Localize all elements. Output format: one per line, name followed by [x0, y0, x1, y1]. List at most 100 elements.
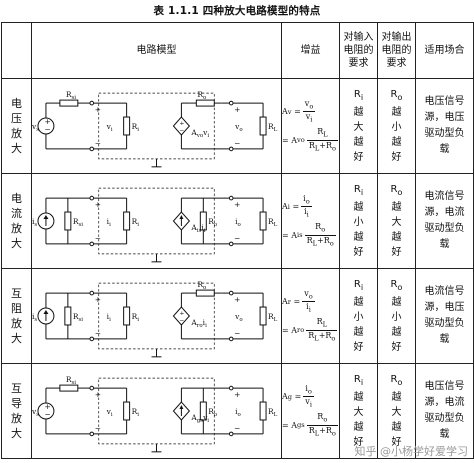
- svg-text:−: −: [95, 329, 101, 338]
- app-cell: 电压信号源，电流驱动型负载: [415, 363, 474, 459]
- watermark: 知乎 @小杨学好爱学习: [354, 445, 469, 458]
- svg-text:+: +: [234, 200, 240, 209]
- svg-text:Ro: Ro: [197, 90, 207, 101]
- header-app: 适用场合: [415, 22, 474, 79]
- svg-text:+: +: [234, 390, 240, 399]
- svg-text:−: −: [234, 234, 240, 243]
- svg-text:+: +: [44, 117, 50, 126]
- svg-text:Rsi: Rsi: [66, 375, 76, 386]
- svg-text:RL: RL: [268, 122, 278, 133]
- header-gain: 增益: [281, 22, 340, 79]
- svg-text:−: −: [234, 424, 240, 433]
- svg-text:ii: ii: [107, 217, 111, 228]
- app-cell: 电压信号源，电压驱动型负载: [415, 78, 474, 174]
- amplifier-models-table: 电路模型 增益 对输入电阻的要求 对输出电阻的要求 适用场合 电压放大+−Rsi…: [1, 22, 474, 459]
- svg-text:Ri: Ri: [132, 217, 140, 228]
- svg-text:Rsi: Rsi: [73, 312, 83, 323]
- svg-text:+: +: [179, 310, 184, 317]
- svg-text:Ri: Ri: [132, 312, 140, 323]
- header-corner: [1, 22, 32, 79]
- controlled-source: [172, 401, 191, 421]
- svg-text:Rsi: Rsi: [66, 90, 76, 101]
- svg-text:−: −: [44, 125, 50, 134]
- svg-text:Ro: Ro: [208, 217, 218, 228]
- svg-text:vs: vs: [32, 407, 39, 418]
- svg-text:Avovi: Avovi: [190, 128, 209, 139]
- svg-text:+: +: [95, 200, 101, 209]
- row-label: 电流放大: [1, 173, 32, 269]
- svg-text:io: io: [235, 217, 241, 228]
- header-output-req: 对输出电阻的要求: [377, 22, 416, 79]
- svg-text:RL: RL: [268, 312, 278, 323]
- signal-source: [37, 307, 55, 325]
- svg-text:−: −: [44, 410, 50, 419]
- row-label: 互阻放大: [1, 268, 32, 364]
- svg-text:+: +: [44, 402, 50, 411]
- svg-text:−: −: [95, 234, 101, 243]
- svg-text:+: +: [179, 120, 184, 127]
- svg-text:ii: ii: [107, 312, 111, 323]
- svg-text:+: +: [234, 105, 240, 114]
- svg-text:Ro: Ro: [208, 407, 218, 418]
- svg-text:RL: RL: [268, 217, 278, 228]
- app-cell: 电流信号源，电压驱动型负载: [415, 268, 474, 364]
- svg-text:io: io: [235, 407, 241, 418]
- svg-text:Ri: Ri: [132, 122, 140, 133]
- header-row: 电路模型 增益 对输入电阻的要求 对输出电阻的要求 适用场合: [1, 22, 474, 79]
- svg-text:+: +: [95, 105, 101, 114]
- row-label: 电压放大: [1, 78, 32, 174]
- svg-text:Ro: Ro: [197, 280, 207, 291]
- controlled-source: [172, 306, 191, 326]
- svg-text:vs: vs: [32, 122, 39, 133]
- svg-text:+: +: [95, 295, 101, 304]
- svg-text:−: −: [95, 139, 101, 148]
- svg-text:vo: vo: [234, 122, 243, 133]
- svg-text:RL: RL: [268, 407, 278, 418]
- svg-text:Rsi: Rsi: [73, 217, 83, 228]
- svg-text:Ri: Ri: [132, 407, 140, 418]
- header-model: 电路模型: [31, 22, 282, 79]
- svg-text:−: −: [179, 317, 184, 324]
- svg-text:−: −: [179, 127, 184, 134]
- table-caption: 表 1.1.1 四种放大电路模型的特点: [153, 5, 321, 17]
- svg-text:−: −: [95, 424, 101, 433]
- svg-text:+: +: [95, 390, 101, 399]
- svg-text:+: +: [234, 295, 240, 304]
- svg-text:−: −: [234, 329, 240, 338]
- svg-text:is: is: [32, 312, 37, 323]
- row-label: 互导放大: [1, 363, 32, 459]
- signal-source: [37, 402, 55, 420]
- app-cell: 电流信号源，电流驱动型负载: [415, 173, 474, 269]
- svg-text:Aisii: Aisii: [190, 223, 205, 234]
- svg-text:is: is: [32, 217, 37, 228]
- svg-text:vo: vo: [234, 312, 243, 323]
- svg-text:vi: vi: [106, 122, 113, 133]
- svg-text:Aroii: Aroii: [190, 318, 207, 329]
- svg-text:vi: vi: [106, 407, 113, 418]
- svg-text:−: −: [234, 139, 240, 148]
